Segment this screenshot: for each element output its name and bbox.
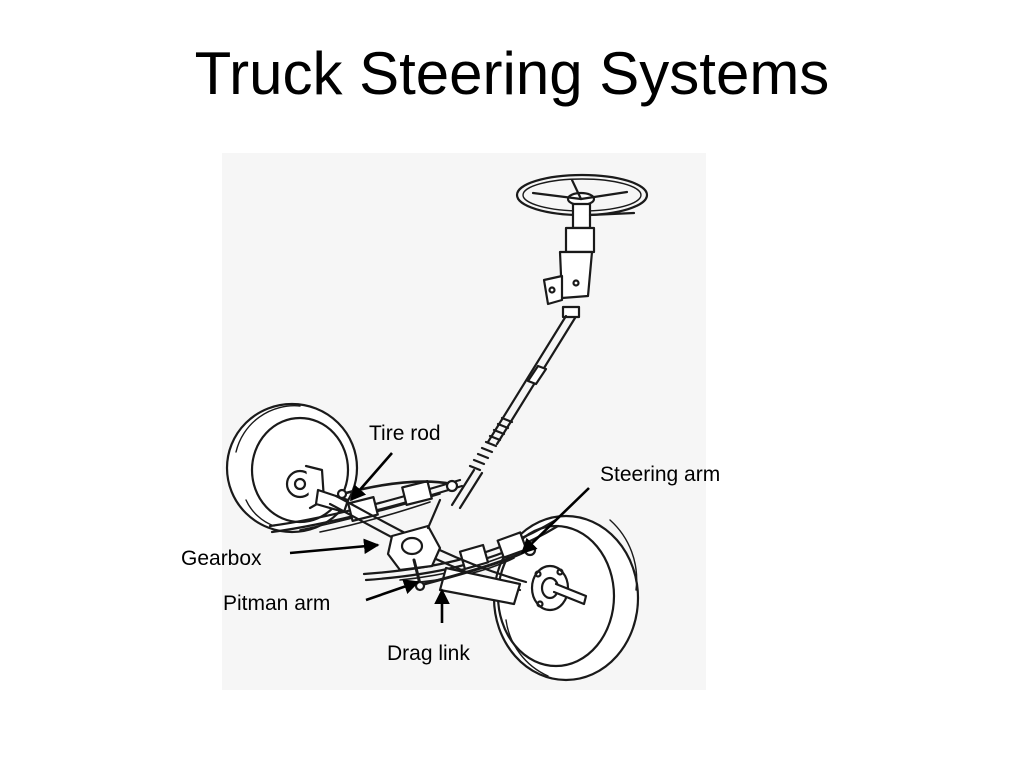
tie-rod-arrow	[349, 452, 393, 502]
right-wheel	[492, 514, 640, 682]
drag-link-label: Drag link	[387, 642, 470, 665]
steering-column	[450, 202, 636, 510]
illustration-linework	[225, 173, 649, 682]
gearbox-arrow	[289, 538, 380, 555]
left-wheel	[225, 402, 359, 534]
steering-arm-arrow	[520, 487, 590, 555]
gearbox	[386, 498, 442, 572]
pitman-arm-arrow	[365, 579, 420, 602]
steering-arm-label: Steering arm	[600, 463, 721, 486]
slide-title: Truck Steering Systems	[194, 40, 830, 107]
tie-rod-label: Tire rod	[369, 422, 441, 445]
callout-arrows	[289, 452, 590, 623]
tie-rod	[336, 479, 459, 500]
pitman-arm-label: Pitman arm	[223, 592, 331, 615]
gearbox-label: Gearbox	[181, 547, 262, 570]
